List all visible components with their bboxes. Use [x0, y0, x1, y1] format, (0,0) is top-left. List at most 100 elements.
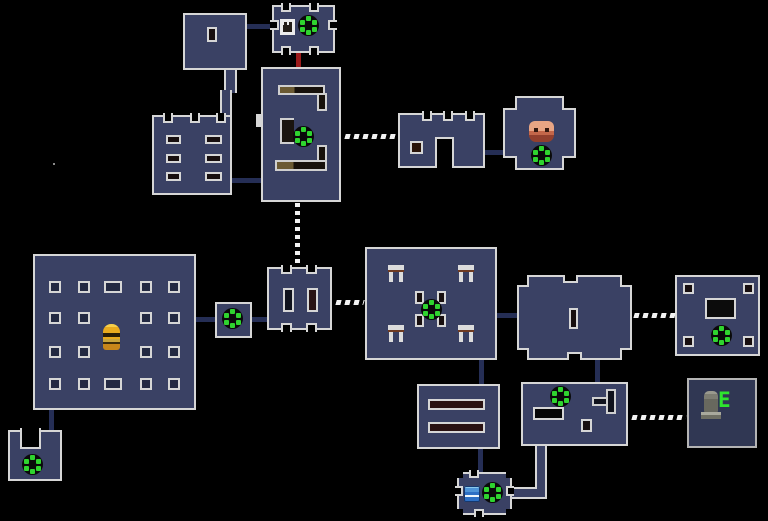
gate-opening	[435, 137, 454, 168]
pillar	[49, 346, 61, 358]
pillar	[78, 312, 90, 324]
corridor-z-lower	[220, 90, 232, 117]
notch	[567, 352, 582, 360]
notch	[474, 509, 484, 517]
save-point-icon	[293, 126, 314, 147]
room-double-slot	[267, 265, 332, 332]
link-wide-to-workshop	[595, 357, 600, 383]
notch	[563, 275, 578, 283]
notch	[443, 111, 453, 121]
room-tables	[365, 247, 497, 360]
link-closet-to-slotroom	[252, 317, 267, 322]
corner-cut	[506, 470, 514, 478]
notch	[163, 113, 173, 123]
corridor-l-vertical	[535, 446, 547, 489]
pillar	[581, 419, 592, 432]
corridor-l-horizontal	[512, 487, 537, 499]
pillar	[683, 283, 694, 294]
room-wide	[517, 275, 632, 360]
pillar	[683, 336, 694, 347]
notch	[506, 486, 514, 496]
table	[388, 265, 404, 283]
notch	[469, 470, 479, 478]
link-tables-to-wide	[497, 313, 518, 318]
corner-cut	[455, 509, 463, 517]
save-point-icon	[550, 386, 571, 407]
room-pillar-grid	[33, 254, 196, 410]
pillar	[437, 291, 446, 304]
pillar	[49, 281, 61, 293]
pit-bar	[533, 407, 564, 420]
item-block	[410, 141, 423, 154]
notch	[281, 323, 292, 332]
notch	[455, 486, 463, 496]
notch	[306, 323, 317, 332]
notch	[465, 111, 475, 121]
pillar	[78, 346, 90, 358]
save-point-icon	[421, 299, 442, 320]
bunk-slot	[166, 154, 181, 163]
pillar	[140, 281, 152, 293]
notch	[328, 20, 337, 30]
cup-opening	[20, 428, 41, 449]
bunk-slot	[166, 172, 181, 181]
caged-creature-icon	[280, 19, 295, 35]
link-grid-to-closet	[196, 317, 215, 322]
notch	[281, 265, 292, 274]
wall-bracket	[280, 118, 294, 144]
pillar	[78, 378, 90, 390]
map-dot	[53, 163, 55, 165]
table	[458, 265, 474, 283]
boss-sprite	[529, 121, 554, 142]
table	[388, 325, 404, 343]
bunk-slot	[205, 154, 222, 163]
pillar	[437, 314, 446, 327]
pillar	[140, 312, 152, 324]
pillar	[168, 281, 180, 293]
exit-label: E	[718, 388, 731, 412]
pillar	[168, 312, 180, 324]
pillar	[207, 27, 217, 42]
door-nub	[256, 114, 263, 127]
chest-icon	[464, 486, 480, 502]
slot	[283, 288, 294, 312]
dark-hole	[705, 298, 736, 319]
save-point-icon	[711, 325, 732, 346]
notch	[216, 113, 226, 123]
bunk-slot	[205, 172, 222, 181]
notch	[270, 20, 279, 30]
corridor-l-corner	[535, 487, 547, 499]
save-point-icon	[298, 15, 319, 36]
t-wall-arm	[592, 397, 608, 406]
room-workshop	[521, 382, 628, 446]
room-hook-walls	[261, 67, 341, 202]
pillar-wide	[104, 281, 122, 293]
pillar	[140, 346, 152, 358]
room-barracks	[152, 113, 232, 195]
bunk-slot	[166, 135, 181, 144]
dotted-path-wide-to-vault	[633, 313, 677, 318]
link-tables-to-bars	[479, 360, 484, 386]
corner-cut	[455, 470, 463, 478]
pillar	[168, 378, 180, 390]
dotted-path-hook-to-slotroom	[295, 203, 300, 265]
pillar	[743, 283, 754, 294]
room-top-notched	[270, 3, 337, 55]
room-double-bar	[417, 384, 500, 449]
player-sprite	[103, 324, 120, 350]
dotted-path-hook-to-castle	[344, 134, 398, 139]
link-barracks-to-hookroom	[232, 178, 261, 183]
corner-cut	[506, 509, 514, 517]
link-topleft-to-notched	[247, 24, 272, 29]
pillar	[743, 336, 754, 347]
pillar	[140, 378, 152, 390]
room-castle	[398, 111, 485, 168]
link-grid-to-cup	[49, 410, 54, 432]
corridor-z-upper	[224, 67, 237, 93]
notch	[281, 3, 291, 12]
pillar	[49, 378, 61, 390]
save-point-icon	[482, 482, 503, 503]
room-top-left	[183, 13, 247, 70]
slot	[307, 288, 318, 312]
